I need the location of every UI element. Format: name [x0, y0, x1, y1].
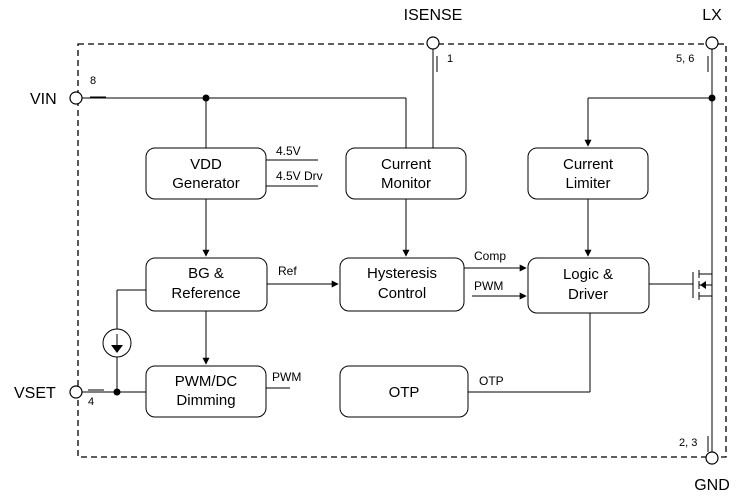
block-label: Hysteresis: [367, 265, 437, 282]
block-pwm-dc-dimming: PWM/DC Dimming: [145, 365, 267, 418]
block-current-monitor: Current Monitor: [345, 147, 467, 200]
pin-isense-label: ISENSE: [404, 7, 463, 24]
signal-pwm-out: PWM: [272, 370, 301, 384]
block-label: PWM/DC: [175, 373, 238, 390]
pin-lx-number: 5, 6: [676, 53, 694, 65]
mosfet-icon: [692, 270, 712, 300]
signal-comp: Comp: [474, 249, 506, 263]
block-label: Generator: [172, 175, 240, 192]
block-label: Driver: [568, 286, 608, 303]
block-label: Dimming: [176, 392, 235, 409]
block-vdd-generator: VDD Generator: [145, 147, 267, 200]
signal-pwm-in: PWM: [474, 279, 503, 293]
block-label: Reference: [171, 285, 240, 302]
block-label: BG &: [188, 265, 224, 282]
signal-ref: Ref: [278, 264, 297, 278]
block-hysteresis-control: Hysteresis Control: [339, 257, 465, 312]
block-bg-reference: BG & Reference: [145, 257, 268, 312]
pin-vset-label: VSET: [14, 385, 56, 402]
block-otp: OTP: [339, 365, 469, 418]
pin-vin-number: 8: [90, 75, 96, 87]
block-label: Control: [378, 285, 426, 302]
pin-gnd-label: GND: [694, 477, 730, 494]
signal-otp: OTP: [479, 374, 504, 388]
block-label: Monitor: [381, 175, 431, 192]
signal-4-5v: 4.5V: [276, 144, 301, 158]
block-label: Logic &: [563, 266, 613, 283]
current-source-icon: [102, 328, 132, 358]
junction-dots: [113, 94, 716, 396]
pin-vset-number: 4: [88, 396, 94, 408]
pin-gnd-number: 2, 3: [679, 437, 697, 449]
pin-isense-number: 1: [447, 53, 453, 65]
wires: [82, 49, 713, 452]
block-current-limiter: Current Limiter: [527, 147, 649, 200]
pin-lx-label: LX: [702, 7, 722, 24]
signal-4-5v-drv: 4.5V Drv: [276, 169, 323, 183]
block-label: Limiter: [565, 175, 610, 192]
pin-terminals: [69, 36, 719, 465]
pin-vin-label: VIN: [30, 91, 57, 108]
block-label: VDD: [190, 156, 222, 173]
chip-boundary: [77, 43, 727, 458]
block-label: Current: [381, 156, 432, 173]
block-label: OTP: [389, 384, 420, 401]
block-label: Current: [563, 156, 614, 173]
block-logic-driver: Logic & Driver: [527, 257, 650, 314]
pin-stubs: [88, 56, 709, 452]
